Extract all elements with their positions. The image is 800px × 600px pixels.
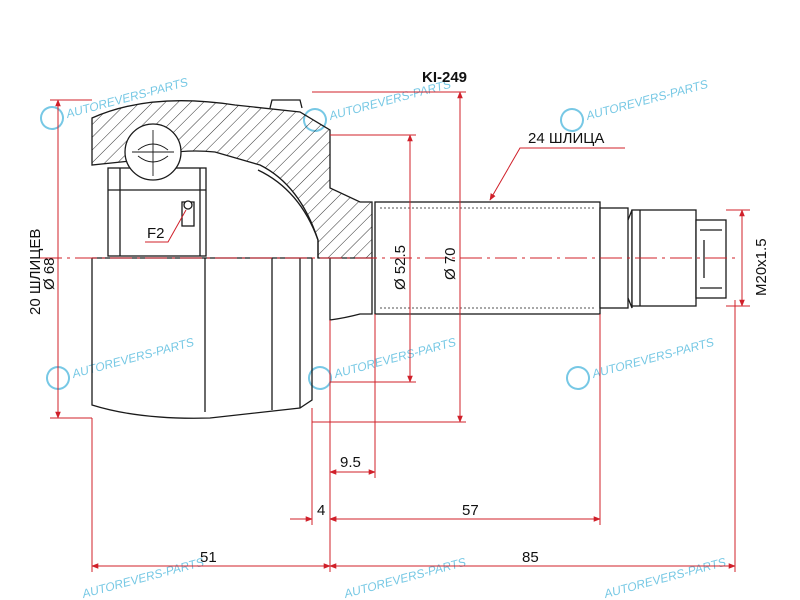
housing-length-label: 51 [200, 549, 217, 566]
total-shaft-length-label: 85 [522, 549, 539, 566]
watermark-text: AUTOREVERS-PARTS [342, 555, 468, 600]
watermark-text: AUTOREVERS-PARTS [70, 335, 196, 381]
flange-width-label: 4 [317, 502, 325, 519]
top-tab [269, 99, 303, 109]
shaft-diameter-label: Ø 52.5 [392, 245, 409, 290]
abs-ring-label: F2 [147, 225, 165, 242]
watermark-text: AUTOREVERS-PARTS [602, 555, 728, 600]
watermark-logo-bottom-center: AUTOREVERS-PARTS [342, 555, 468, 600]
watermark-text: AUTOREVERS-PARTS [332, 335, 458, 381]
outer-splines-leader [489, 147, 625, 201]
watermark-text: AUTOREVERS-PARTS [590, 335, 716, 381]
inner-race [107, 167, 207, 257]
body-diameter-label: Ø 70 [442, 247, 459, 280]
dimension-lines [50, 91, 750, 572]
watermark-logo-mid-left: AUTOREVERS-PARTS [46, 335, 196, 390]
abs-ring-leader [145, 209, 187, 243]
nut [695, 219, 727, 299]
neck-upper [257, 169, 319, 258]
watermark-logo-top-right: AUTOREVERS-PARTS [560, 77, 710, 132]
shaft-length-label: 57 [462, 502, 479, 519]
watermark-text: AUTOREVERS-PARTS [80, 555, 206, 600]
labels: KI-249 24 ШЛИЦА F2 20 ШЛИЦЕВ Ø 68 Ø 52.5… [27, 69, 770, 566]
watermark-logo-mid-right: AUTOREVERS-PARTS [566, 335, 716, 390]
neck-lower [329, 258, 373, 321]
watermark-text: AUTOREVERS-PARTS [584, 77, 710, 123]
inner-splines-label: 20 ШЛИЦЕВ [27, 229, 44, 315]
inner-diameter-label: Ø 68 [41, 257, 58, 290]
thread-label: M20x1.5 [753, 238, 770, 296]
part-number: KI-249 [422, 69, 467, 86]
shoulder-length-label: 9.5 [340, 454, 361, 471]
watermark-logo-bottom-left: AUTOREVERS-PARTS [80, 555, 206, 600]
housing-outer-lower [91, 258, 313, 419]
outer-splines-label: 24 ШЛИЦА [528, 130, 604, 147]
watermark-logo-bottom-right: AUTOREVERS-PARTS [602, 555, 728, 600]
